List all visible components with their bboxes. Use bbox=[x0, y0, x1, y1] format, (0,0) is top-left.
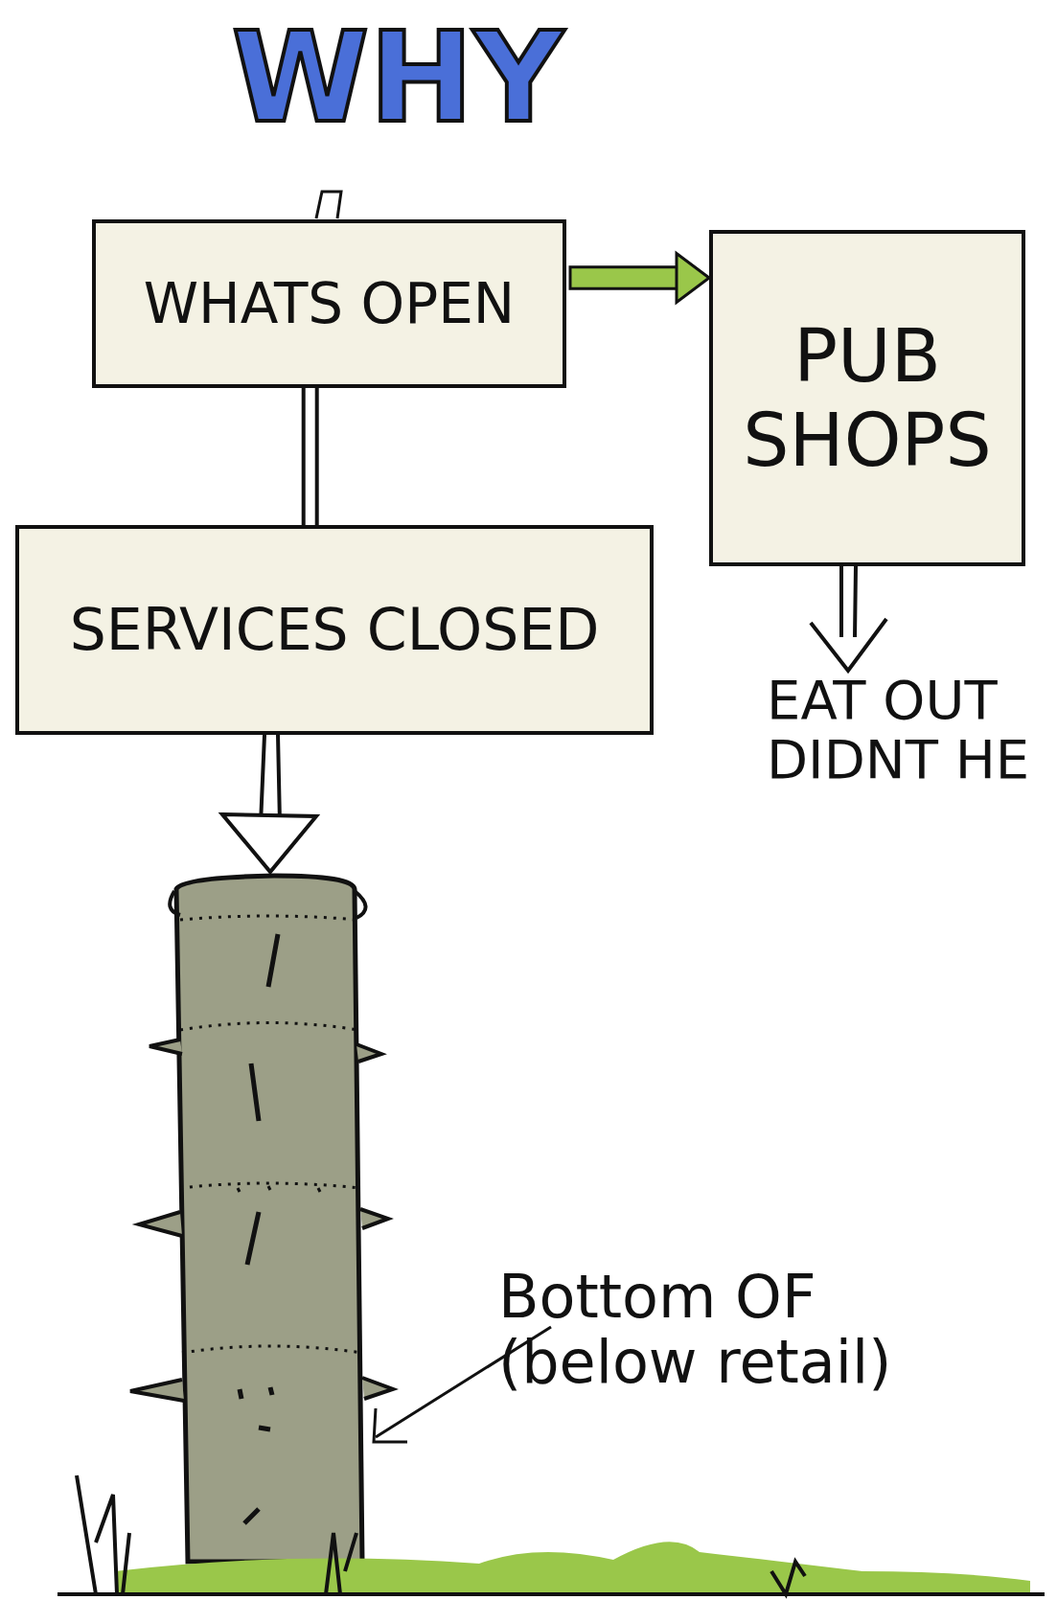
down-arrow bbox=[810, 566, 887, 671]
note-text: Bottom OF (below retail) bbox=[498, 1264, 978, 1396]
connector bbox=[303, 388, 318, 526]
process-box: WHATS OPEN bbox=[91, 219, 567, 389]
box-text: SERVICES CLOSED bbox=[69, 597, 600, 664]
connector bbox=[570, 253, 710, 303]
diagram-title: WHY bbox=[182, 9, 614, 147]
process-box: PUB SHOPS bbox=[709, 229, 1026, 567]
box-text: WHATS OPEN bbox=[143, 272, 515, 337]
title-stem bbox=[316, 191, 342, 219]
note-text: EAT OUT DIDNT HE bbox=[766, 670, 1045, 789]
tower-illustration bbox=[130, 875, 393, 1563]
grass-ground bbox=[57, 1475, 1045, 1595]
box-text: PUB SHOPS bbox=[712, 314, 1022, 483]
down-arrow bbox=[222, 735, 317, 873]
process-box: SERVICES CLOSED bbox=[15, 525, 654, 736]
